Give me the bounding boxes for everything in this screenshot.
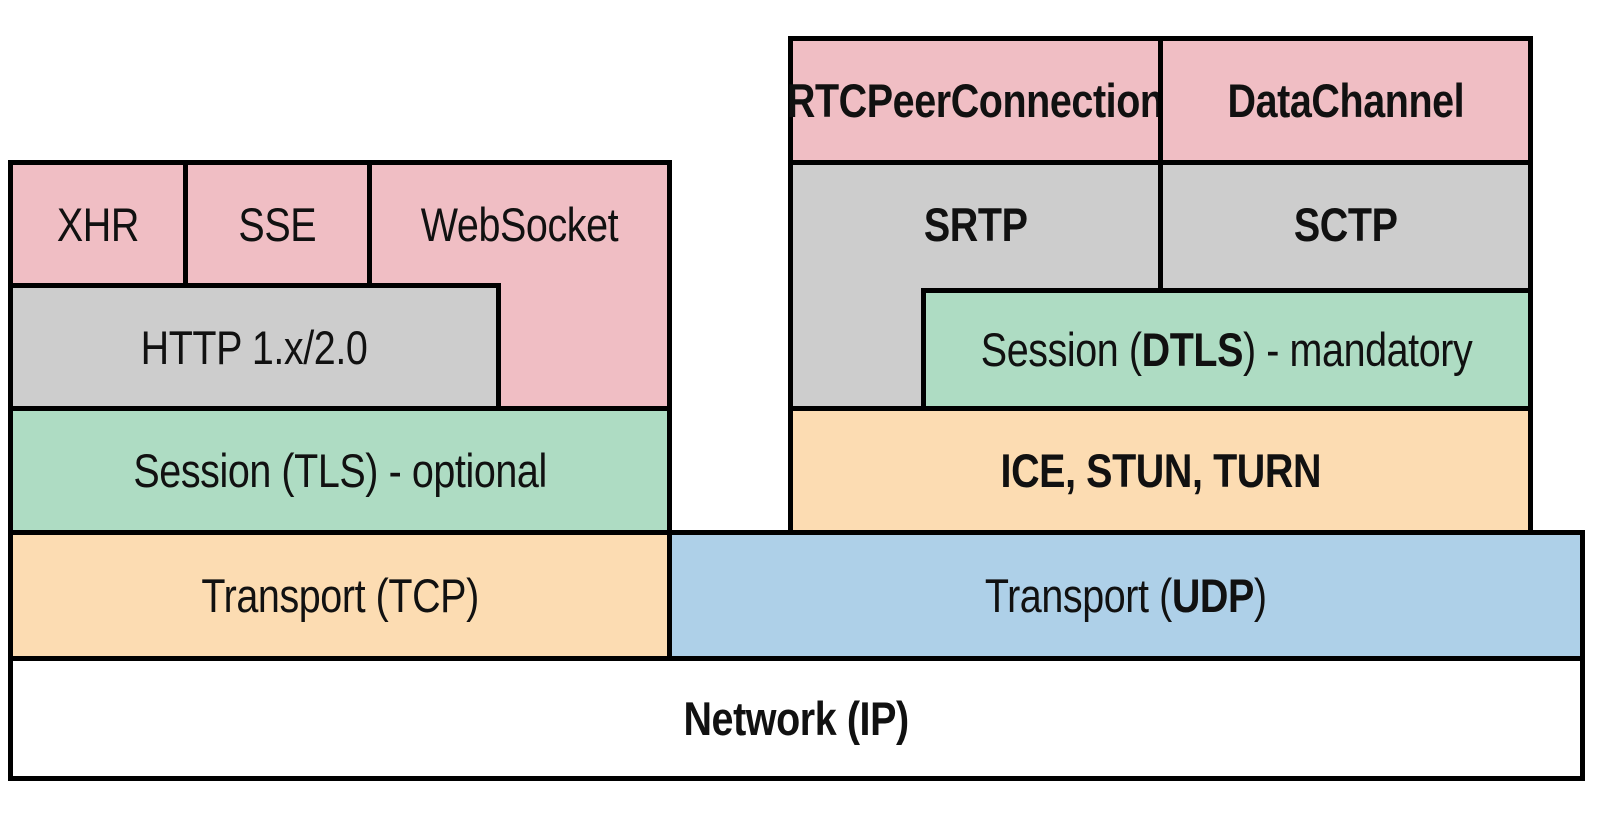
sctp-label-zone: SCTP xyxy=(1163,165,1528,283)
websocket-label-zone: WebSocket xyxy=(372,165,667,283)
box-http: HTTP 1.x/2.0 xyxy=(8,283,501,411)
transport-tcp-label: Transport (TCP) xyxy=(201,569,479,622)
box-datachannel: DataChannel xyxy=(1158,36,1533,165)
box-ice-stun-turn: ICE, STUN, TURN xyxy=(788,406,1533,535)
rtcpeerconnection-label: RTCPeerConnection xyxy=(787,74,1164,127)
srtp-label: SRTP xyxy=(923,197,1028,251)
session-tls-label: Session (TLS) - optional xyxy=(133,444,547,497)
srtp-label-zone: SRTP xyxy=(793,165,1158,283)
sctp-label: SCTP xyxy=(1293,197,1398,251)
box-session-tls: Session (TLS) - optional xyxy=(8,406,672,535)
http-label: HTTP 1.x/2.0 xyxy=(141,320,368,374)
websocket-label: WebSocket xyxy=(420,197,619,251)
box-transport-udp: Transport (UDP) xyxy=(667,530,1585,661)
box-session-dtls: Session (DTLS) - mandatory xyxy=(921,288,1533,411)
session-dtls-label-pre: Session ( xyxy=(981,323,1143,376)
transport-udp-label-pre: Transport ( xyxy=(985,569,1173,622)
transport-udp-label-bold: UDP xyxy=(1172,569,1255,622)
ice-stun-turn-label: ICE, STUN, TURN xyxy=(1000,444,1321,497)
sse-label: SSE xyxy=(238,197,317,251)
network-ip-label: Network (IP) xyxy=(683,692,910,745)
xhr-label: XHR xyxy=(56,197,140,251)
transport-udp-label: Transport (UDP) xyxy=(985,572,1267,619)
box-sse: SSE xyxy=(183,160,372,288)
box-rtcpeerconnection: RTCPeerConnection xyxy=(787,36,1164,165)
session-dtls-label-bold: DTLS xyxy=(1142,323,1244,376)
session-dtls-label: Session (DTLS) - mandatory xyxy=(981,326,1473,373)
datachannel-label: DataChannel xyxy=(1227,74,1464,127)
box-transport-tcp: Transport (TCP) xyxy=(8,530,672,661)
box-xhr: XHR xyxy=(8,160,188,288)
transport-udp-label-post: ) xyxy=(1254,569,1267,622)
session-dtls-label-post: ) - mandatory xyxy=(1243,323,1473,376)
box-network-ip: Network (IP) xyxy=(8,656,1585,781)
